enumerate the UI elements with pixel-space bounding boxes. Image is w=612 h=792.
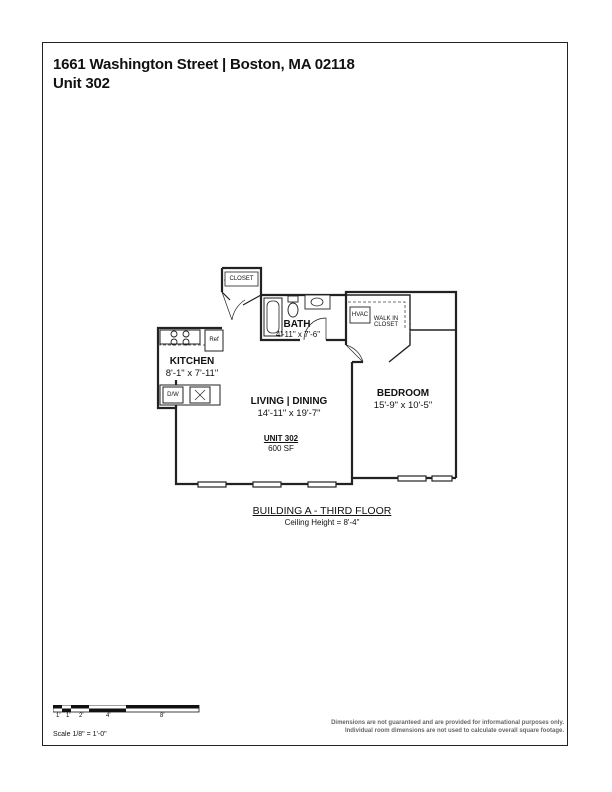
bedroom-dimensions: 15'-9" x 10'-5" (373, 400, 433, 411)
closet-box (224, 271, 259, 287)
scale-tick-5: 8' (160, 713, 165, 719)
windows (197, 475, 453, 488)
refrigerator (204, 329, 224, 352)
living-dining-dimensions: 14'-11" x 19'-7" (257, 408, 321, 419)
bath-label: BATH (283, 319, 311, 330)
address-line: 1661 Washington Street | Boston, MA 0211… (53, 56, 355, 73)
page-border (42, 42, 568, 746)
dw-label: D/W (167, 392, 179, 398)
counter-top (159, 329, 201, 345)
bathtub-icon (263, 297, 283, 337)
scale-tick-3: 2' (79, 713, 84, 719)
scale-label: Scale 1/8" = 1'-0" (53, 731, 107, 738)
toilet-icon (287, 295, 299, 303)
bath-dimensions: 4'-11" x 7'-6" (275, 330, 321, 339)
hvac-unit (349, 306, 371, 324)
floor-title: BUILDING A - THIRD FLOOR (252, 505, 392, 517)
disclaimer: Dimensions are not guaranteed and are pr… (331, 719, 564, 735)
listing-header: 1661 Washington Street | Boston, MA 0211… (53, 55, 355, 93)
disclaimer-line-1: Dimensions are not guaranteed and are pr… (331, 720, 564, 726)
scale-bar (53, 705, 200, 713)
unit-line: Unit 302 (53, 75, 110, 92)
disclaimer-line-2: Individual room dimensions are not used … (344, 728, 564, 734)
walk-in-label-1: WALK IN (373, 316, 399, 322)
bath-door-swing (303, 317, 327, 341)
scale-tick-4: 4' (106, 713, 111, 719)
ceiling-height: Ceiling Height = 8'-4" (284, 518, 360, 527)
unit-number-label: UNIT 302 (263, 434, 299, 443)
closet-label: CLOSET (229, 276, 254, 282)
hvac-label: HVAC (351, 312, 369, 318)
floor-caption: BUILDING A - THIRD FLOOR Ceiling Height … (222, 505, 422, 527)
kitchen-label: KITCHEN (169, 356, 215, 367)
bedroom-door-swing (345, 344, 364, 363)
sink-icon (304, 294, 331, 310)
dishwasher (162, 386, 184, 404)
ref-label: Ref (209, 337, 219, 343)
unit-area: 600 SF (268, 444, 294, 453)
walk-in-label-2: CLOSET (373, 322, 398, 328)
bedroom-label: BEDROOM (376, 388, 430, 399)
scale-tick-1: 1' (56, 713, 61, 719)
living-dining-label: LIVING | DINING (250, 396, 328, 407)
stove-icon (170, 330, 190, 346)
scale-tick-2: 1' (66, 713, 71, 719)
kitchen-dimensions: 8'-1" x 7'-11" (165, 368, 219, 379)
